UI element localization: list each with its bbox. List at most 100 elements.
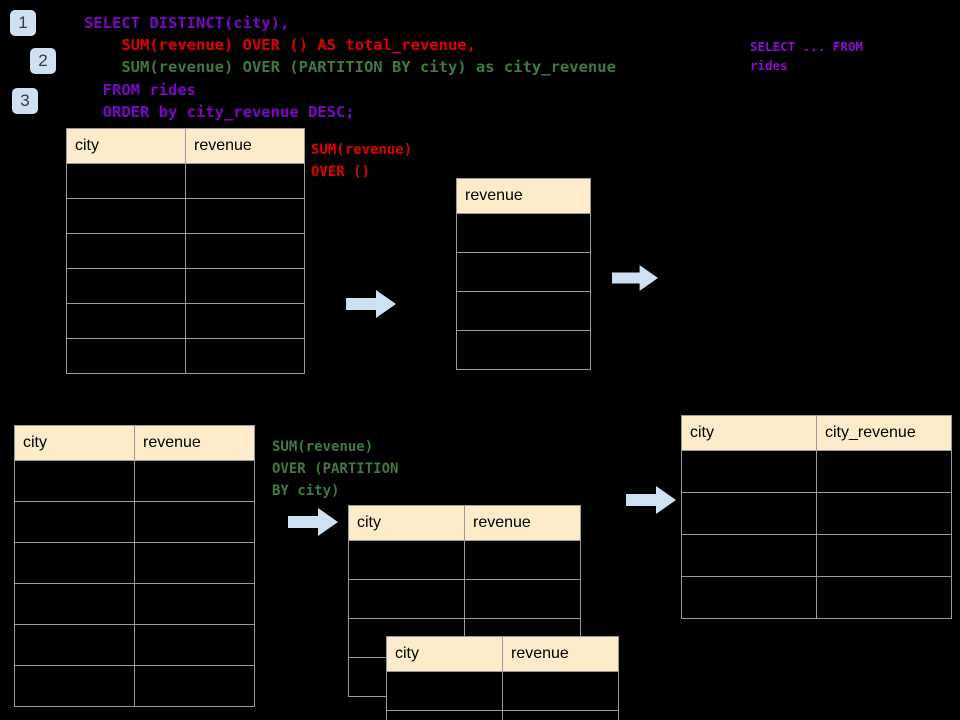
total-revenue-table: revenue: [456, 178, 591, 370]
table-header-row: city revenue: [348, 505, 581, 541]
table-row: [681, 492, 952, 535]
cell-city: [14, 542, 135, 584]
cell-city: [681, 492, 817, 535]
column-header-revenue: revenue: [456, 178, 591, 214]
column-header-city: city: [66, 128, 186, 164]
table-row: [14, 583, 255, 625]
sql-line-from-rides: FROM rides: [84, 81, 196, 99]
rides-source-table: city revenue: [66, 128, 305, 374]
table-row: [348, 579, 581, 619]
column-header-city: city: [681, 415, 817, 451]
cell-revenue: [456, 291, 591, 331]
table-row: [66, 268, 305, 304]
cell-city: [66, 268, 186, 304]
table-header-row: city revenue: [66, 128, 305, 164]
table-row: [456, 291, 591, 331]
arrow-total-to-result: [612, 265, 658, 291]
cell-city: [14, 665, 135, 707]
cell-city-revenue: [816, 450, 952, 493]
table-header-row: city revenue: [386, 636, 619, 672]
cell-city-revenue: [816, 534, 952, 577]
cell-city: [66, 163, 186, 199]
partition-group-b-table: city revenue: [386, 636, 619, 720]
table-row: [14, 460, 255, 502]
column-header-revenue: revenue: [464, 505, 581, 541]
cell-revenue: [134, 583, 255, 625]
table-row: [348, 540, 581, 580]
cell-revenue: [456, 330, 591, 370]
annotation-source-select-line1: SELECT ... FROM: [750, 39, 863, 54]
table-header-row: city city_revenue: [681, 415, 952, 451]
column-header-city: city: [14, 425, 135, 461]
column-header-revenue: revenue: [185, 128, 305, 164]
cell-city: [66, 198, 186, 234]
column-header-city-revenue: city_revenue: [816, 415, 952, 451]
cell-revenue: [134, 501, 255, 543]
arrow-partition-to-groups: [288, 508, 338, 536]
cell-revenue: [464, 579, 581, 619]
cell-city: [386, 710, 503, 720]
table-row: [456, 252, 591, 292]
cell-revenue: [185, 303, 305, 339]
cell-revenue: [185, 338, 305, 374]
column-header-revenue: revenue: [502, 636, 619, 672]
cell-revenue: [134, 624, 255, 666]
cell-revenue: [502, 671, 619, 711]
column-header-revenue: revenue: [134, 425, 255, 461]
annotation-over-partition-line1: SUM(revenue): [272, 439, 374, 455]
cell-revenue: [134, 460, 255, 502]
cell-city: [14, 624, 135, 666]
table-row: [66, 198, 305, 234]
column-header-city: city: [348, 505, 465, 541]
cell-city: [348, 579, 465, 619]
cell-city: [66, 303, 186, 339]
table-row: [66, 233, 305, 269]
annotation-over-partition-line2: OVER (PARTITION: [272, 461, 399, 477]
step-badge-3: 3: [12, 88, 38, 114]
table-row: [66, 338, 305, 374]
partition-source-table: city revenue: [14, 425, 255, 707]
cell-city: [14, 460, 135, 502]
cell-revenue: [185, 198, 305, 234]
sql-line-select-distinct: SELECT DISTINCT(city),: [84, 14, 290, 32]
step-badge-2: 2: [30, 48, 56, 74]
table-row: [456, 213, 591, 253]
cell-revenue: [185, 163, 305, 199]
table-row: [14, 501, 255, 543]
sql-line-order-by: ORDER by city_revenue DESC;: [84, 103, 355, 121]
cell-city: [681, 534, 817, 577]
sql-line-total-revenue: SUM(revenue) OVER () AS total_revenue,: [84, 36, 476, 54]
cell-city: [386, 671, 503, 711]
annotation-over-partition-line3: BY city): [272, 483, 340, 499]
cell-revenue: [464, 540, 581, 580]
cell-revenue: [502, 710, 619, 720]
cell-city: [66, 338, 186, 374]
sql-line-city-revenue: SUM(revenue) OVER (PARTITION BY city) as…: [84, 58, 616, 76]
cell-revenue: [134, 542, 255, 584]
table-row: [386, 671, 619, 711]
cell-city-revenue: [816, 492, 952, 535]
table-row: [681, 450, 952, 493]
cell-revenue: [456, 213, 591, 253]
step-badge-1: 1: [10, 10, 36, 36]
table-row: [66, 303, 305, 339]
cell-revenue: [456, 252, 591, 292]
cell-city: [14, 583, 135, 625]
arrow-rides-to-total: [346, 290, 396, 318]
table-row: [681, 576, 952, 619]
table-row: [14, 542, 255, 584]
table-row: [456, 330, 591, 370]
cell-city: [348, 540, 465, 580]
cell-city: [14, 501, 135, 543]
cell-city: [681, 450, 817, 493]
table-header-row: city revenue: [14, 425, 255, 461]
column-header-city: city: [386, 636, 503, 672]
cell-city: [681, 576, 817, 619]
cell-city-revenue: [816, 576, 952, 619]
annotation-source-select-line2: rides: [750, 58, 788, 73]
table-row: [14, 665, 255, 707]
annotation-over-empty-line2: OVER (): [311, 164, 371, 180]
arrow-groups-to-result: [626, 486, 676, 514]
cell-city: [66, 233, 186, 269]
